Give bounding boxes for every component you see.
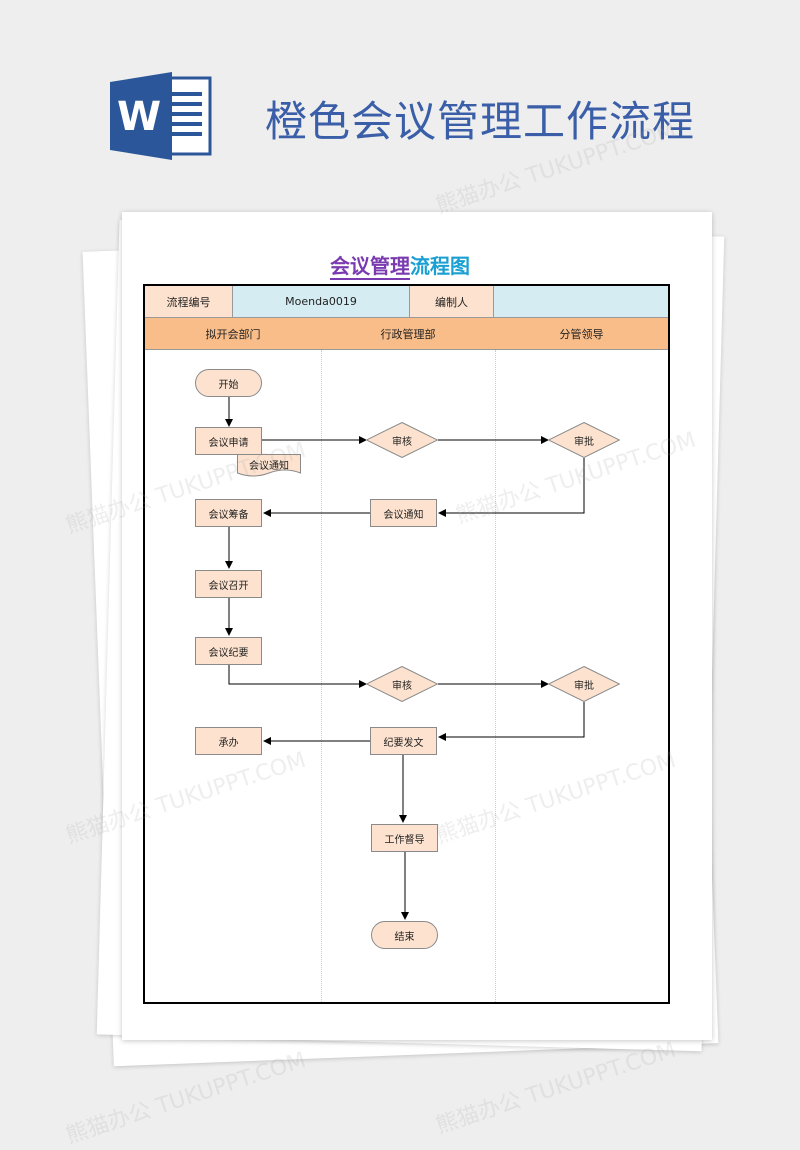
- node-review-2-label: 审核: [392, 680, 412, 692]
- lane-header-dept: 拟开会部门: [145, 318, 321, 350]
- node-review-2: 审核: [366, 666, 438, 702]
- node-approve-2: 审批: [548, 666, 620, 702]
- document-title: 会议管理流程图: [330, 250, 470, 280]
- node-start: 开始: [195, 369, 262, 397]
- node-meeting-notice: 会议通知: [370, 499, 437, 527]
- lane-divider: [495, 350, 496, 1002]
- lane-header-admin: 行政管理部: [321, 318, 495, 350]
- node-approve-1-label: 审批: [574, 436, 594, 448]
- node-meeting-convene: 会议召开: [195, 570, 262, 598]
- author-value: [494, 286, 668, 318]
- author-label: 编制人: [410, 286, 494, 318]
- lane-divider: [321, 350, 322, 1002]
- word-logo-icon: W: [110, 72, 214, 160]
- node-handle: 承办: [195, 727, 262, 755]
- node-end: 结束: [371, 921, 438, 949]
- lane-header-leader: 分管领导: [495, 318, 668, 350]
- document-title-part1: 会议管理: [330, 254, 410, 280]
- process-no-label: 流程编号: [145, 286, 233, 318]
- banner-title: 橙色会议管理工作流程: [265, 97, 696, 146]
- node-review-1-label: 审核: [392, 436, 412, 448]
- node-approve-1: 审批: [548, 422, 620, 458]
- node-notice-doc: 会议通知: [237, 454, 301, 478]
- node-notice-doc-label: 会议通知: [249, 460, 289, 472]
- word-logo-letter: W: [117, 94, 161, 140]
- node-meeting-apply: 会议申请: [195, 427, 262, 455]
- node-minutes-publish: 纪要发文: [370, 727, 437, 755]
- document-title-part2: 流程图: [410, 254, 470, 278]
- process-no-value: Moenda0019: [233, 286, 410, 318]
- node-approve-2-label: 审批: [574, 680, 594, 692]
- node-meeting-prepare: 会议筹备: [195, 499, 262, 527]
- node-review-1: 审核: [366, 422, 438, 458]
- node-meeting-minutes: 会议纪要: [195, 637, 262, 665]
- node-supervise: 工作督导: [371, 824, 438, 852]
